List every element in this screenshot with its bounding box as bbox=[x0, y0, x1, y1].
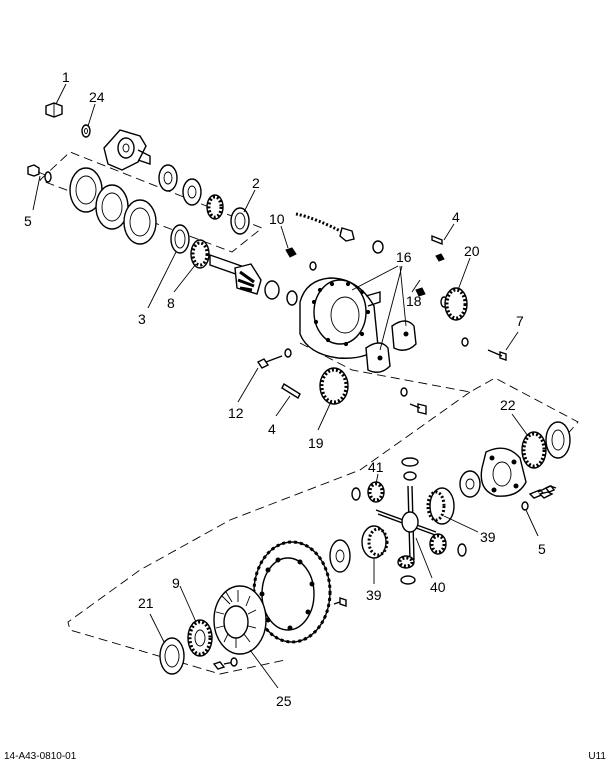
callout-5: 5 bbox=[538, 541, 546, 557]
shim-stack bbox=[158, 164, 202, 206]
callout-24: 24 bbox=[89, 89, 105, 105]
carrier-housing bbox=[299, 277, 381, 359]
callout-19: 19 bbox=[308, 435, 324, 451]
side-gear-39-right bbox=[426, 487, 455, 525]
bearing-cup-21 bbox=[159, 637, 185, 675]
figure-code: 14-A43-0810-01 bbox=[4, 751, 77, 761]
case-half-right bbox=[480, 447, 527, 497]
spider-cross bbox=[375, 485, 439, 561]
yoke-flange bbox=[103, 129, 151, 171]
callout-41: 41 bbox=[368, 459, 384, 475]
thrust-washer-left bbox=[329, 539, 351, 573]
side-gear-39-left bbox=[361, 525, 389, 559]
page-code: U11 bbox=[588, 751, 606, 761]
callout-8: 8 bbox=[167, 295, 175, 311]
bearing-cone-9 bbox=[187, 619, 213, 657]
yoke-nut bbox=[45, 102, 63, 118]
pin-4-lower bbox=[281, 382, 301, 400]
callout-12: 12 bbox=[228, 405, 244, 421]
callout-20: 20 bbox=[464, 243, 480, 259]
spider-pinions bbox=[351, 457, 467, 585]
callout-4: 4 bbox=[268, 421, 276, 437]
pinion-group-outline bbox=[39, 151, 263, 253]
drive-pinion bbox=[209, 254, 298, 306]
bolt-left bbox=[27, 164, 52, 183]
adjuster-19 bbox=[319, 367, 349, 405]
callout-9: 9 bbox=[172, 575, 180, 591]
washer bbox=[81, 124, 91, 138]
bolt-5-right bbox=[544, 485, 556, 493]
callout-22: 22 bbox=[500, 397, 516, 413]
adjuster-nut-20 bbox=[444, 287, 468, 321]
callout-5: 5 bbox=[24, 213, 32, 229]
callout-4: 4 bbox=[452, 209, 460, 225]
callout-3: 3 bbox=[138, 311, 146, 327]
vent-hose bbox=[285, 212, 384, 271]
callout-39: 39 bbox=[480, 529, 496, 545]
bearing-cup-22 bbox=[521, 421, 571, 469]
leader-lines bbox=[32, 83, 539, 689]
bolt-12 bbox=[256, 348, 292, 369]
callout-40: 40 bbox=[430, 579, 446, 595]
pinion-bearing-8 bbox=[190, 239, 210, 269]
cap-bolts bbox=[400, 387, 427, 415]
case-half-left-25 bbox=[213, 585, 267, 655]
callout-25: 25 bbox=[276, 693, 292, 709]
pinion-bearing-small bbox=[206, 194, 224, 220]
callout-labels: 1 24 2 5 10 4 16 20 18 3 8 7 12 4 19 22 … bbox=[24, 69, 546, 709]
thrust-washers-right bbox=[459, 470, 557, 511]
ring-gear bbox=[252, 540, 332, 644]
callout-1: 1 bbox=[62, 69, 70, 85]
case-group-outline bbox=[299, 342, 579, 438]
ring-bolt bbox=[333, 597, 347, 607]
callout-16: 16 bbox=[396, 249, 412, 265]
callout-18: 18 bbox=[406, 293, 422, 309]
small-hardware-right bbox=[415, 234, 507, 361]
bearing-cup-3 bbox=[170, 224, 190, 254]
callout-7: 7 bbox=[516, 313, 524, 329]
bearing-cup-2 bbox=[230, 207, 250, 235]
carrier-gasket-rings bbox=[69, 167, 157, 245]
bearing-caps bbox=[365, 320, 417, 373]
callout-10: 10 bbox=[269, 211, 285, 227]
callout-21: 21 bbox=[138, 595, 154, 611]
case-group-outline-lower bbox=[67, 391, 471, 675]
case-bolt bbox=[212, 657, 238, 670]
callout-39: 39 bbox=[366, 587, 382, 603]
callout-2: 2 bbox=[252, 175, 260, 191]
